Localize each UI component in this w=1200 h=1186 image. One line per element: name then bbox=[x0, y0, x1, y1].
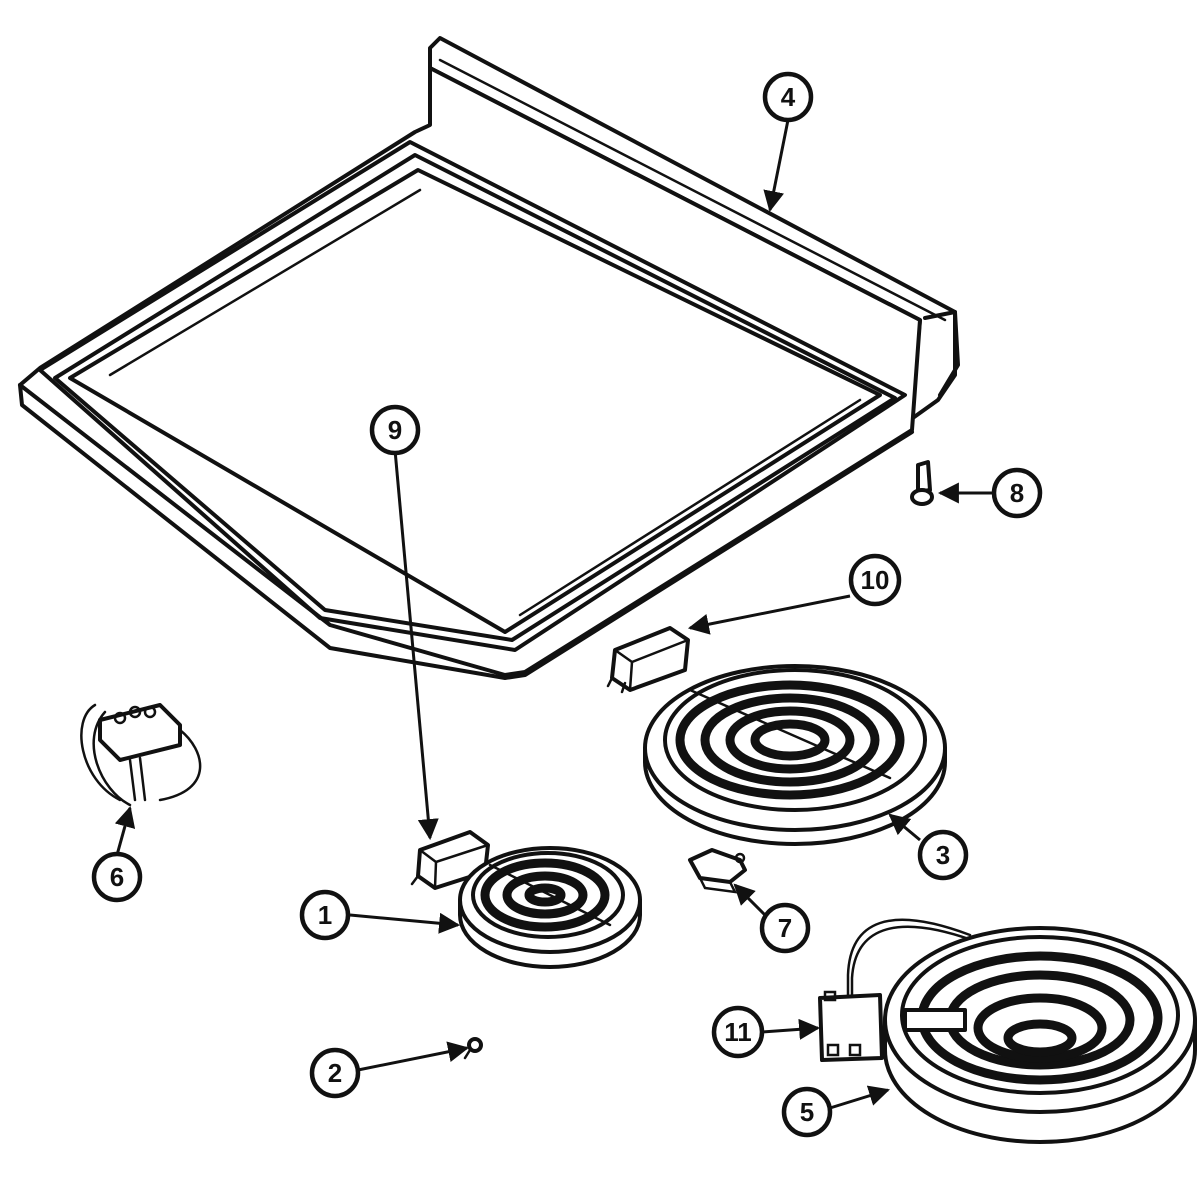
callout-10-label: 10 bbox=[861, 565, 890, 595]
radiant-element-dual bbox=[883, 926, 1197, 1144]
callout-4: 4 bbox=[762, 71, 814, 123]
callout-7: 7 bbox=[759, 902, 811, 954]
callout-6-label: 6 bbox=[110, 862, 124, 892]
radiant-element-small bbox=[458, 846, 642, 969]
callout-9-label: 9 bbox=[388, 415, 402, 445]
callout-1: 1 bbox=[299, 889, 351, 941]
callout-6: 6 bbox=[91, 851, 143, 903]
terminal-block-harness bbox=[80, 703, 202, 807]
callout-2: 2 bbox=[309, 1047, 361, 1099]
radiant-element-large bbox=[643, 664, 947, 846]
callout-7-label: 7 bbox=[778, 913, 792, 943]
knob-spacer-part bbox=[910, 460, 934, 506]
callout-8: 8 bbox=[991, 467, 1043, 519]
callout-11-label: 11 bbox=[724, 1017, 752, 1047]
leader-lines bbox=[114, 119, 993, 1110]
callout-3-label: 3 bbox=[936, 840, 950, 870]
callout-3: 3 bbox=[917, 829, 969, 881]
screw bbox=[463, 1037, 483, 1060]
cooktop-main-top bbox=[18, 36, 960, 680]
element-switch-large bbox=[606, 626, 690, 694]
callout-11: 11 bbox=[711, 1005, 765, 1059]
callout-5: 5 bbox=[781, 1086, 833, 1138]
element-switch-dual bbox=[818, 918, 974, 1062]
callout-1-label: 1 bbox=[318, 900, 332, 930]
callout-8-label: 8 bbox=[1010, 478, 1024, 508]
callout-5-label: 5 bbox=[800, 1097, 814, 1127]
callout-10: 10 bbox=[848, 553, 902, 607]
callout-4-label: 4 bbox=[781, 82, 796, 112]
bracket-clip bbox=[688, 848, 747, 894]
callout-9: 9 bbox=[369, 404, 421, 456]
callout-2-label: 2 bbox=[328, 1058, 342, 1088]
